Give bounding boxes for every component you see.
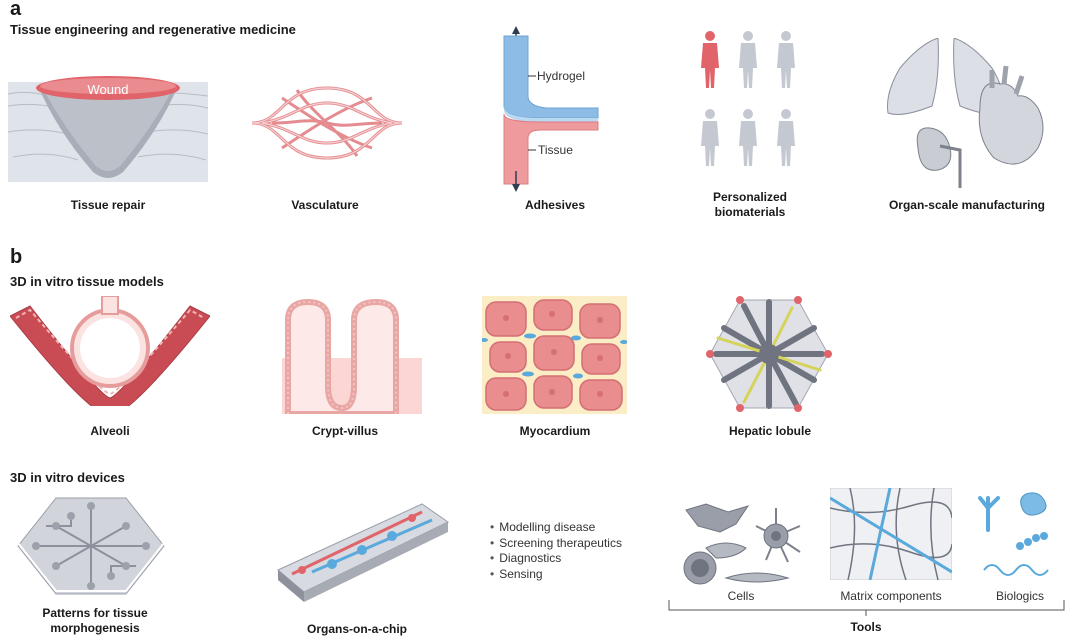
vasculature-illustration: [252, 86, 402, 160]
tissue-repair-illustration: Wound: [8, 76, 208, 182]
personalized-biomaterials-caption: Personalized biomaterials: [712, 190, 788, 219]
adhesives-illustration: Hydrogel Tissue: [503, 26, 599, 192]
cells-caption: Cells: [727, 589, 755, 603]
hepatic-lobule-caption: Hepatic lobule: [728, 424, 811, 438]
devices-title: 3D in vitro devices: [10, 470, 125, 485]
tissue-label: Tissue: [538, 143, 573, 157]
patterns-caption: Patterns for tissue morphogenesis: [42, 606, 148, 635]
panel-b-letter: b: [10, 246, 23, 268]
tissue-repair-caption: Tissue repair: [70, 198, 146, 212]
tools-caption: Tools: [850, 620, 882, 634]
panel-a-title: Tissue engineering and regenerative medi…: [10, 22, 296, 37]
list-item: Screening therapeutics: [490, 536, 622, 552]
matrix-components-illustration: [830, 488, 952, 580]
list-item: Sensing: [490, 567, 622, 583]
alveoli-illustration: [10, 296, 210, 406]
crypt-villus-illustration: [282, 298, 422, 414]
organ-scale-caption: Organ-scale manufacturing: [888, 198, 1046, 212]
personalized-biomaterials-illustration: [701, 31, 795, 166]
myocardium-illustration: [482, 296, 627, 414]
panel-a-letter: a: [10, 0, 22, 20]
biologics-caption: Biologics: [995, 589, 1045, 603]
adhesives-caption: Adhesives: [524, 198, 586, 212]
wound-label: Wound: [88, 82, 129, 97]
models-title: 3D in vitro tissue models: [10, 274, 164, 289]
crypt-villus-caption: Crypt-villus: [311, 424, 378, 438]
biologics-illustration: [978, 492, 1049, 576]
organ-scale-illustration: [887, 38, 1044, 188]
cells-illustration: [683, 503, 801, 585]
matrix-caption: Matrix components: [840, 589, 942, 603]
organs-on-chip-caption: Organs-on-a-chip: [306, 622, 407, 636]
tools-bracket: [668, 600, 1065, 616]
vasculature-caption: Vasculature: [291, 198, 359, 212]
hepatic-lobule-illustration: [706, 296, 832, 412]
list-item: Modelling disease: [490, 520, 622, 536]
myocardium-caption: Myocardium: [519, 424, 591, 438]
applications-list: Modelling disease Screening therapeutics…: [490, 520, 622, 582]
list-item: Diagnostics: [490, 551, 622, 567]
alveoli-caption: Alveoli: [90, 424, 130, 438]
patterns-device-illustration: [16, 496, 166, 595]
hydrogel-label: Hydrogel: [537, 69, 585, 83]
organs-on-chip-illustration: [277, 503, 449, 602]
